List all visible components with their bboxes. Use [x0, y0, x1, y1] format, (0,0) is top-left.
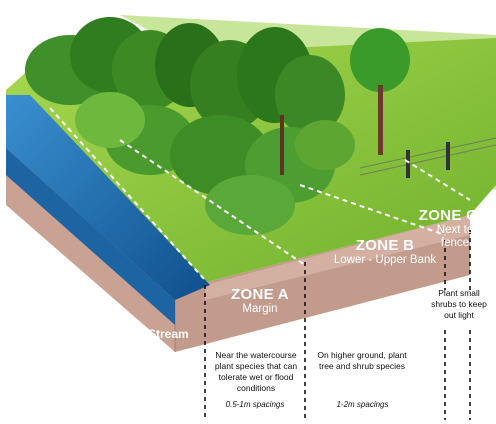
zone-b-title: ZONE B: [355, 237, 415, 254]
bank-soil-band: [205, 215, 470, 300]
zone-b-spacing: 1-2m spacings: [336, 400, 389, 409]
vegetation: [25, 17, 410, 235]
zone-b-subtitle: Lower - Upper Bank: [333, 254, 437, 266]
zone-leaders: [204, 230, 471, 420]
zone-boundaries: [49, 107, 471, 281]
zone-a-spacing: 0.5-1m spacings: [225, 400, 285, 409]
stream-front: [6, 148, 175, 325]
zone-a-description: Near the watercourse plant species that …: [214, 350, 298, 393]
zone-a-title: ZONE A: [231, 286, 289, 303]
stream-label: Stream: [148, 327, 189, 341]
zone-c-subtitle: Next to fence: [436, 224, 474, 249]
stream-water: [6, 95, 210, 300]
zone-a-subtitle: Margin: [242, 303, 278, 315]
zone-b-label: ZONE B Lower - Upper Bank: [330, 237, 440, 267]
zone-c-label: ZONE C Next to fence: [408, 207, 488, 250]
zone-b-description: On higher ground, plant tree and shrub s…: [317, 350, 407, 371]
zone-c-title: ZONE C: [418, 207, 478, 224]
zone-c-description: Plant small shrubs to keep out light: [431, 288, 487, 320]
fence: [359, 137, 496, 178]
zone-a-label: ZONE A Margin: [215, 286, 305, 316]
